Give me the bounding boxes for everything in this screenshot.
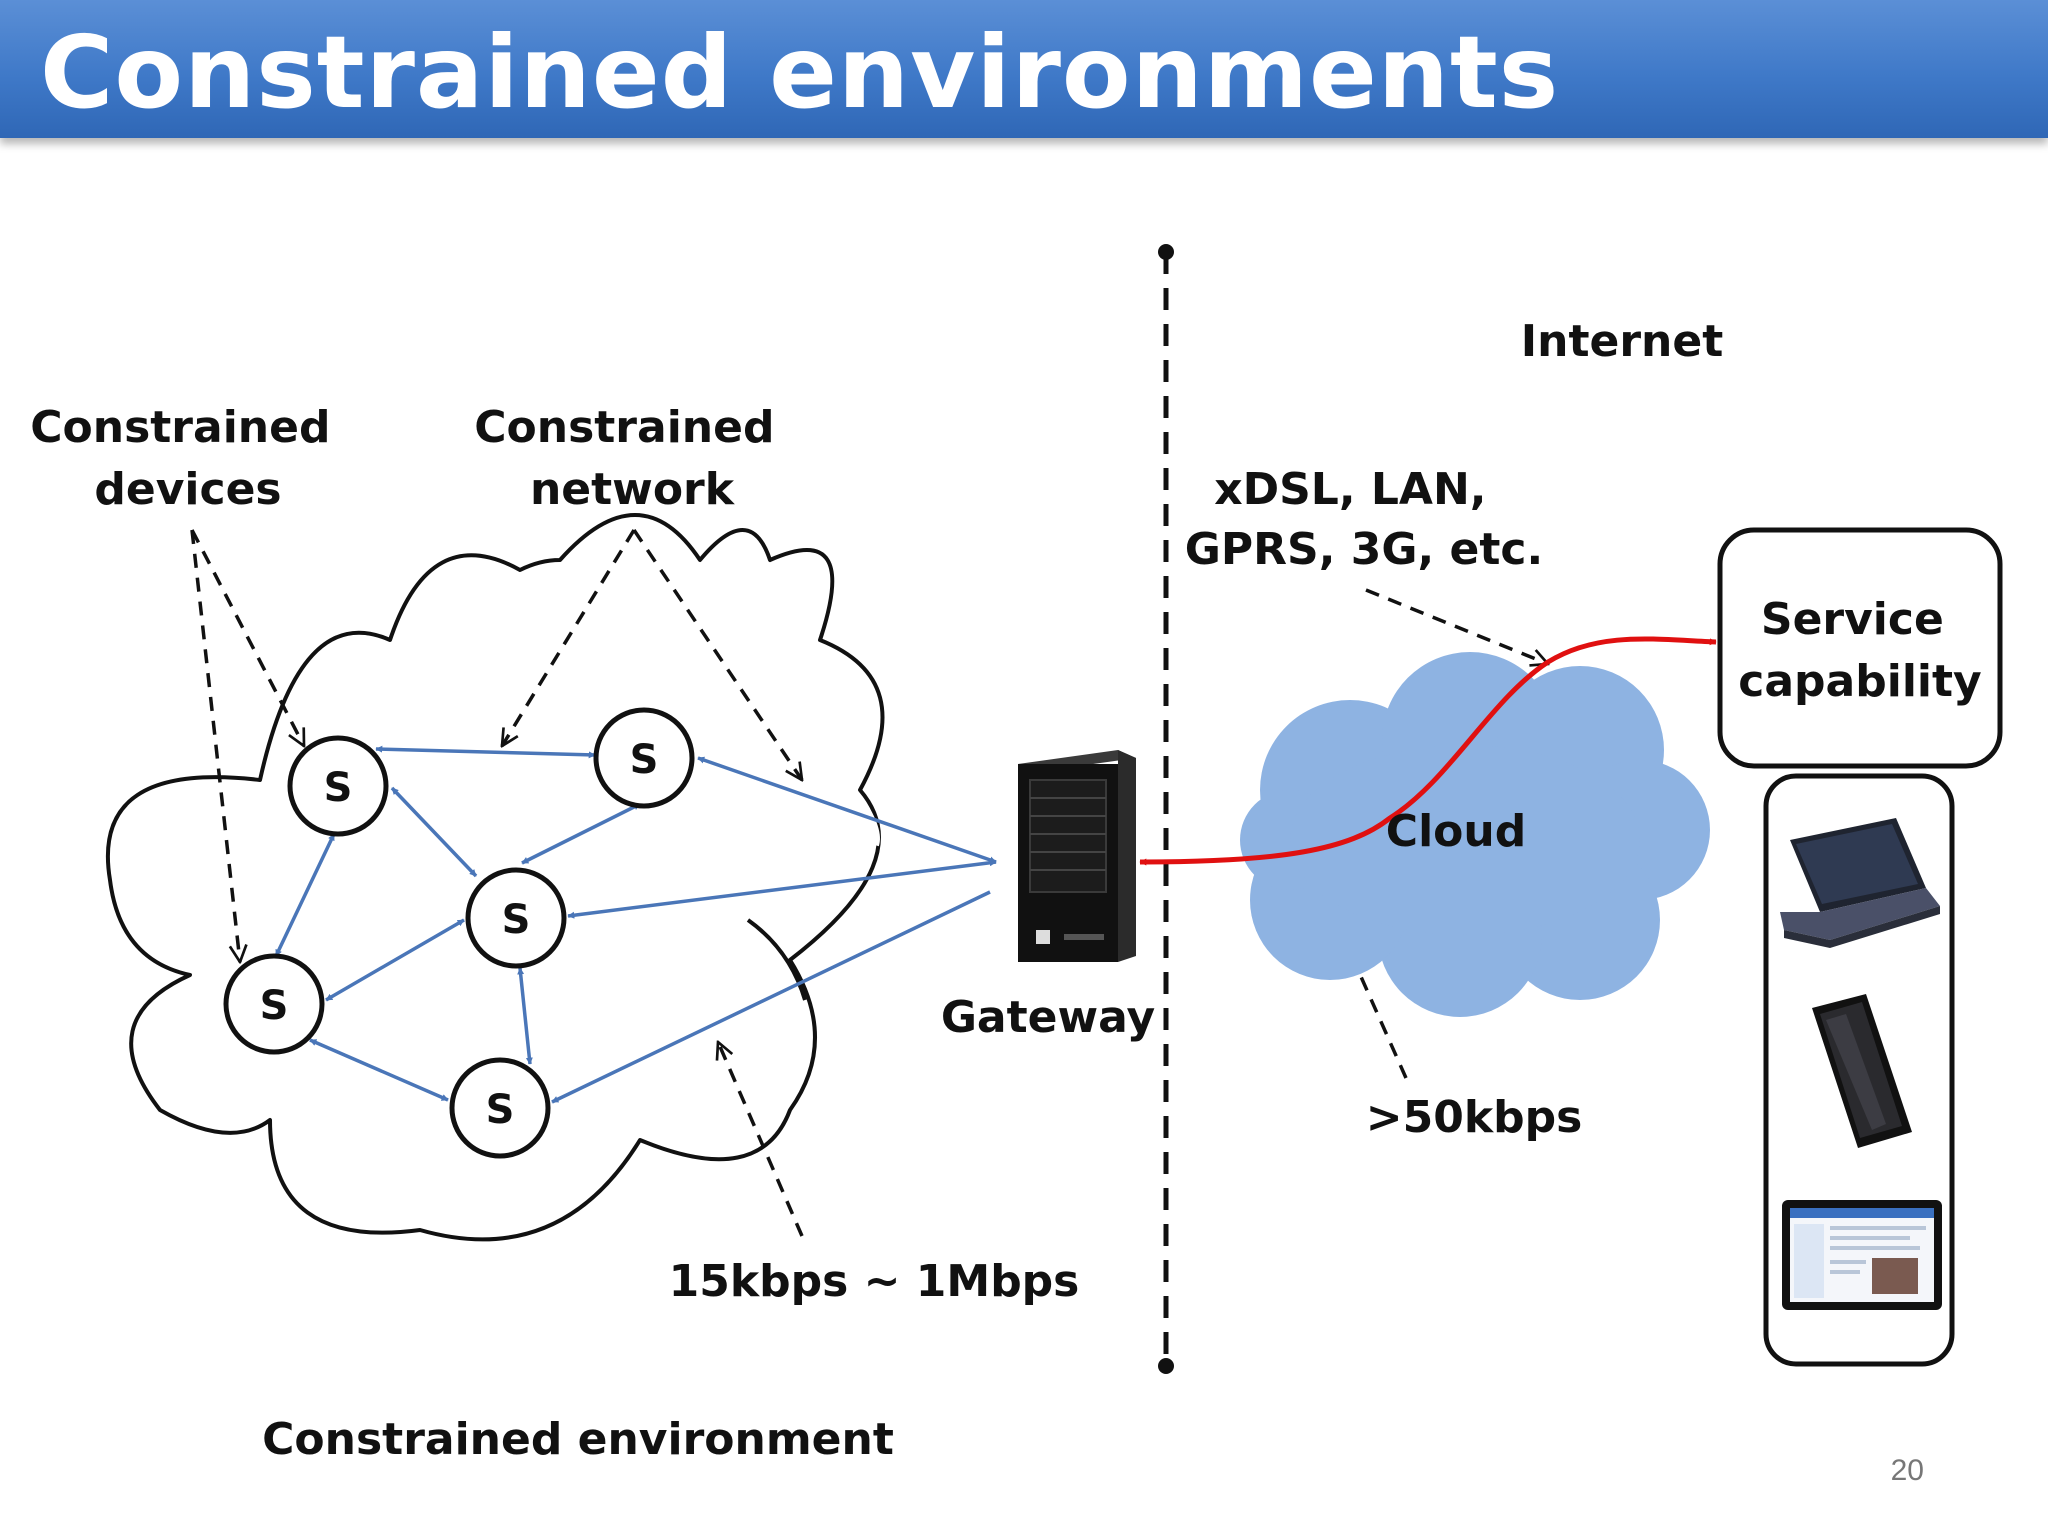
cloud-label: Cloud: [1386, 806, 1526, 857]
link-s2-gateway: [697, 756, 997, 864]
constrained-rate-label: 15kbps ~ 1Mbps: [669, 1256, 1080, 1307]
link-s3-gateway: [567, 859, 997, 919]
smartphone-icon: [1812, 994, 1912, 1148]
internet-path: [1139, 636, 1717, 866]
internet-rate-label: >50kbps: [1366, 1092, 1583, 1143]
mesh-links: [274, 745, 997, 1104]
network-boundary: [1158, 244, 1174, 1374]
link-s3-s5: [517, 967, 533, 1065]
svg-text:S: S: [486, 1087, 515, 1133]
constrained-network-label: Constrained network: [474, 402, 790, 515]
svg-text:S: S: [502, 897, 531, 943]
constrained-devices-label: Constrained devices: [30, 402, 346, 515]
gateway-label: Gateway: [941, 992, 1155, 1043]
constrained-environment-label: Constrained environment: [262, 1414, 894, 1465]
svg-text:S: S: [630, 737, 659, 783]
link-s2-s3: [521, 802, 641, 865]
svg-text:S: S: [324, 765, 353, 811]
sensor-node: S: [223, 953, 325, 1055]
server-tower-icon: [1018, 750, 1136, 962]
service-capability-box: [1717, 527, 2003, 769]
internet-label: Internet: [1521, 316, 1723, 367]
link-s1-s4: [274, 833, 336, 957]
link-types-label: xDSL, LAN, GPRS, 3G, etc.: [1185, 464, 1543, 575]
title-bar: Constrained environments: [0, 0, 2048, 138]
svg-text:S: S: [260, 983, 289, 1029]
link-s1-s3: [390, 786, 478, 878]
laptop-icon: [1780, 818, 1940, 948]
link-s1-s2: [375, 745, 596, 759]
service-capability-label: Service capability: [1738, 594, 1981, 707]
sensor-node: S: [449, 1057, 551, 1159]
link-s5-gateway: [551, 890, 991, 1104]
link-s4-s5: [309, 1038, 449, 1102]
sensor-node: S: [465, 867, 567, 969]
page-title: Constrained environments: [40, 14, 1560, 131]
sensor-node: S: [593, 707, 695, 809]
link-s3-s4: [325, 918, 465, 1002]
sensor-nodes: S S S S S: [223, 707, 695, 1159]
page-number: 20: [1890, 1454, 1924, 1487]
tablet-icon: [1782, 1200, 1942, 1310]
sensor-node: S: [287, 735, 389, 837]
